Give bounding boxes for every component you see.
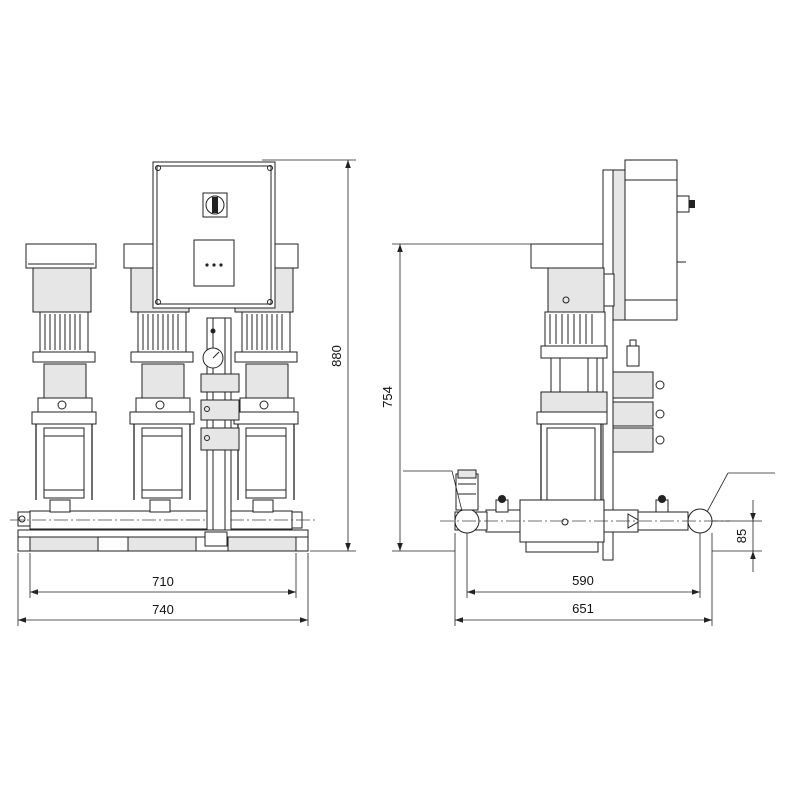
pressure-gauge-icon xyxy=(200,317,240,531)
pump-motor-icon xyxy=(25,243,97,500)
side-view: 754 590 651 85 xyxy=(380,159,775,626)
side-dimensions: 754 590 651 85 xyxy=(380,243,762,626)
manifold-pipe xyxy=(10,499,315,530)
control-cabinet-icon xyxy=(602,159,695,561)
base-frame xyxy=(17,529,309,552)
dim-front-height: 880 xyxy=(329,345,344,367)
dim-side-width-inner: 590 xyxy=(572,573,594,588)
front-view: 710 740 880 xyxy=(10,159,356,626)
dim-front-width-outer: 740 xyxy=(152,602,174,617)
control-cabinet-icon xyxy=(152,161,276,309)
dim-side-width-outer: 651 xyxy=(572,601,594,616)
side-base xyxy=(440,469,730,553)
dim-side-height: 754 xyxy=(380,386,395,408)
valve-icon xyxy=(612,339,665,453)
pump-motor-icon xyxy=(530,243,615,501)
dim-front-width-inner: 710 xyxy=(152,574,174,589)
dim-side-pipe-height: 85 xyxy=(734,529,749,543)
front-dimensions: 710 740 880 xyxy=(17,159,356,626)
